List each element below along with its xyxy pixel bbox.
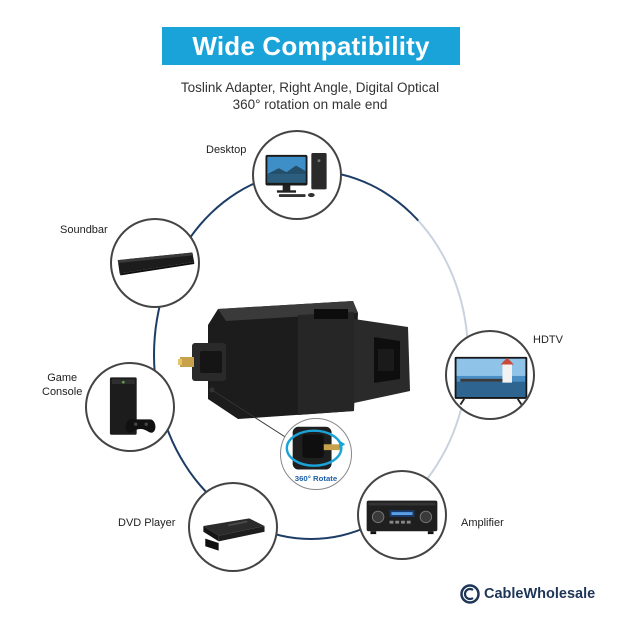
label-game-console: Game Console (42, 371, 82, 399)
node-amplifier (357, 470, 447, 560)
desktop-icon (265, 153, 327, 198)
tv-icon (454, 356, 528, 406)
label-game-console-line-2: Console (42, 386, 83, 398)
amplifier-icon (366, 500, 438, 535)
cablewholesale-logo-icon (460, 584, 480, 604)
node-desktop (252, 130, 342, 220)
brand-name: CableWholesale (484, 586, 596, 602)
subtitle: Toslink Adapter, Right Angle, Digital Op… (0, 79, 620, 113)
dvd-player-icon (203, 518, 265, 551)
toslink-adapter-image (178, 295, 423, 435)
page-title: Wide Compatibility (192, 30, 430, 61)
rotation-detail: 360° Rotate (280, 418, 352, 490)
adapter-icon (178, 301, 410, 419)
soundbar-icon (117, 252, 195, 276)
node-soundbar (110, 218, 200, 308)
title-banner: Wide Compatibility (162, 27, 460, 65)
subtitle-line-2: 360° rotation on male end (232, 97, 388, 112)
label-amplifier: Amplifier (461, 517, 504, 529)
node-dvd-player (188, 482, 278, 572)
label-dvd-player: DVD Player (118, 517, 176, 529)
label-desktop: Desktop (206, 144, 247, 156)
label-soundbar: Soundbar (60, 224, 108, 236)
brand-logo: CableWholesale (460, 584, 595, 604)
label-game-console-line-1: Game (47, 372, 78, 384)
subtitle-line-1: Toslink Adapter, Right Angle, Digital Op… (180, 80, 440, 95)
node-hdtv (445, 330, 535, 420)
rotation-label: 360° Rotate (295, 474, 338, 483)
rotate-icon: 360° Rotate (285, 426, 346, 483)
node-game-console (85, 362, 175, 452)
label-hdtv: HDTV (533, 334, 563, 346)
console-icon (109, 377, 156, 435)
